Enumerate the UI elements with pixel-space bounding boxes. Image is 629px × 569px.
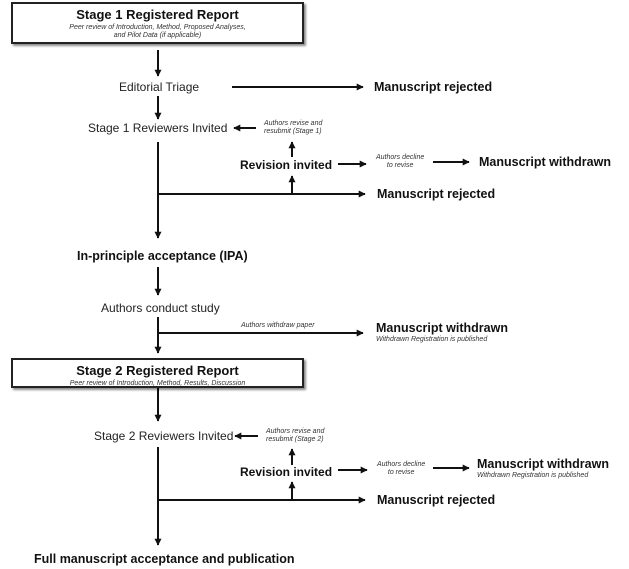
manuscript-withdrawn-2: Manuscript withdrawn <box>376 321 508 335</box>
stage2-reviewers-invited: Stage 2 Reviewers Invited <box>94 429 234 443</box>
authors-revise-stage1: Authors revise and resubmit (Stage 1) <box>264 120 322 136</box>
stage1-subtitle-line1: Peer review of Introduction, Method, Pro… <box>69 24 246 31</box>
authors-decline-2: Authors decline to revise <box>377 461 425 477</box>
authors-revise-stage1-line1: Authors revise and <box>264 120 323 127</box>
authors-revise-stage2-line2: resubmit (Stage 2) <box>266 436 324 444</box>
authors-decline-1-line1: Authors decline <box>376 154 425 161</box>
stage1-box: Stage 1 Registered Report Peer review of… <box>11 2 304 44</box>
withdrawn-registration-published-2: Withdrawn Registration is published <box>477 472 589 479</box>
stage2-box: Stage 2 Registered Report Peer review of… <box>11 358 304 388</box>
authors-revise-stage2-line1: Authors revise and <box>266 428 325 435</box>
stage2-title: Stage 2 Registered Report <box>76 363 239 378</box>
withdrawn-registration-published-1: Withdrawn Registration is published <box>376 336 488 343</box>
revision-invited-1: Revision invited <box>240 158 333 172</box>
manuscript-withdrawn-3: Manuscript withdrawn <box>477 457 609 471</box>
authors-conduct-study: Authors conduct study <box>101 301 220 315</box>
authors-withdraw-paper: Authors withdraw paper <box>241 322 315 329</box>
stage2-subtitle: Peer review of Introduction, Method, Res… <box>69 380 246 387</box>
in-principle-acceptance: In-principle acceptance (IPA) <box>77 249 248 263</box>
authors-decline-2-line1: Authors decline <box>377 461 426 468</box>
revision-invited-2: Revision invited <box>240 465 333 479</box>
stage1-title: Stage 1 Registered Report <box>76 7 239 22</box>
manuscript-rejected-3: Manuscript rejected <box>377 493 496 507</box>
authors-revise-stage2: Authors revise and resubmit (Stage 2) <box>266 428 324 444</box>
stage1-subtitle-line2: and Pilot Data (if applicable) <box>113 32 202 40</box>
authors-decline-1-line2: to revise <box>386 162 414 170</box>
full-manuscript-acceptance: Full manuscript acceptance and publicati… <box>34 552 295 566</box>
authors-decline-1: Authors decline to revise <box>376 154 424 170</box>
editorial-triage: Editorial Triage <box>119 80 200 94</box>
authors-decline-2-line2: to revise <box>387 469 415 477</box>
stage1-reviewers-invited: Stage 1 Reviewers Invited <box>88 121 228 135</box>
manuscript-withdrawn-1: Manuscript withdrawn <box>479 155 611 169</box>
manuscript-rejected-1: Manuscript rejected <box>374 80 493 94</box>
manuscript-rejected-2: Manuscript rejected <box>377 187 496 201</box>
authors-revise-stage1-line2: resubmit (Stage 1) <box>264 128 322 136</box>
